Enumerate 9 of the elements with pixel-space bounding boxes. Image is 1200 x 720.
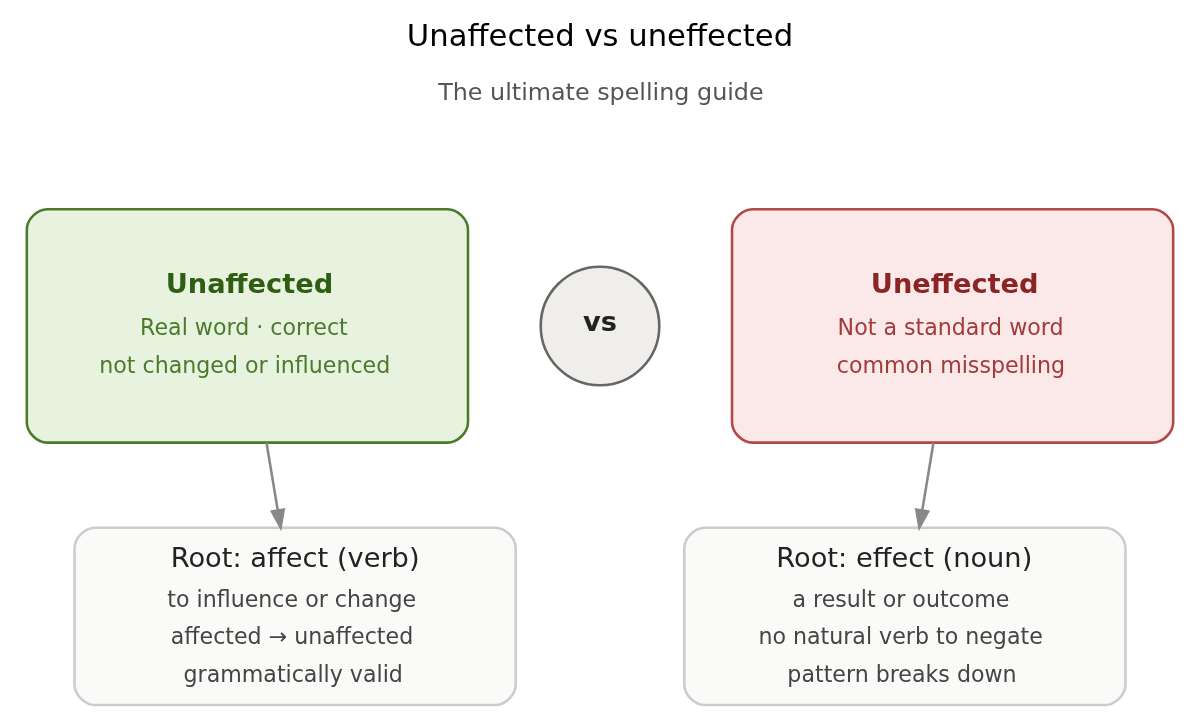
node-circle: vs xyxy=(539,265,661,387)
arrow xyxy=(914,442,935,532)
node-box: Unaffected Real word · correct not changed or influenced xyxy=(25,207,470,444)
node-box: Uneffected Not a standard word common misspelling xyxy=(730,207,1175,444)
node-box: Root: affect (verb) to influence or change affected → unaffected grammatically valid xyxy=(73,526,517,707)
diagram-title: Unaffected vs uneffected xyxy=(406,18,794,54)
label: The ultimate spelling guide xyxy=(438,77,764,106)
arrow xyxy=(265,442,286,532)
node-box: Root: effect (noun) a result or outcome no natural verb to negate pattern breaks down xyxy=(683,526,1127,707)
